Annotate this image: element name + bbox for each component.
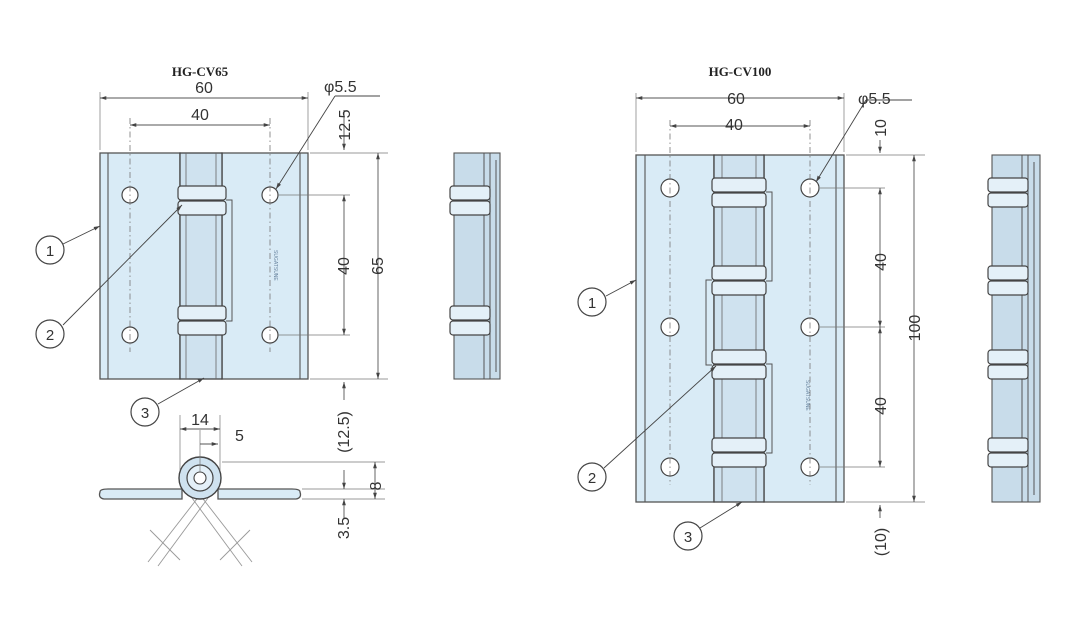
dim-bottom-margin: (12.5) xyxy=(336,411,353,453)
dim-width-overall: 60 xyxy=(195,80,213,97)
hg-cv100-side-view xyxy=(987,154,1041,503)
hg-cv65-callouts: 1 2 3 xyxy=(35,204,205,427)
dim-height-overall: 65 xyxy=(370,257,387,275)
hg-cv65-front-view: SUGATSUNE xyxy=(99,118,350,380)
svg-text:3: 3 xyxy=(684,529,692,546)
hg-cv65-dimensions: 60 40 φ5.5 12.5 40 65 (12.5) xyxy=(99,79,388,453)
dim-height-overall: 100 xyxy=(907,315,924,342)
title-hg-cv65: HG-CV65 xyxy=(172,64,229,79)
dim-hole-spacing-h: 40 xyxy=(191,107,209,124)
svg-text:3: 3 xyxy=(141,405,149,422)
callout-2 xyxy=(577,462,607,492)
dim-pin-offset: 5 xyxy=(235,428,244,445)
hg-cv65-right-leaf xyxy=(221,152,309,380)
svg-text:2: 2 xyxy=(46,327,54,344)
dim-hole-spacing-v1: 40 xyxy=(873,253,890,271)
dim-top-margin: 12.5 xyxy=(337,109,354,140)
callout-3 xyxy=(130,397,160,427)
dim-hole-spacing-v2: 40 xyxy=(873,397,890,415)
hg-cv100-dimensions: 60 40 φ5.5 10 40 40 100 (10) xyxy=(635,91,925,556)
callout-1 xyxy=(35,235,65,265)
dim-hole-spacing-h: 40 xyxy=(725,117,743,134)
title-hg-cv100: HG-CV100 xyxy=(709,64,772,79)
hg-cv100-front-view: SUGATSUNE xyxy=(635,120,885,503)
hg-cv65-side-view xyxy=(449,152,501,380)
hg-cv100-stamp: SUGATSUNE xyxy=(804,380,810,411)
svg-text:1: 1 xyxy=(588,295,596,312)
hg-cv65-stamp: SUGATSUNE xyxy=(272,250,278,281)
callout-3 xyxy=(673,521,703,551)
dim-plate-thickness: 3.5 xyxy=(336,517,353,539)
dim-hole-diameter: φ5.5 xyxy=(858,91,891,108)
svg-text:2: 2 xyxy=(588,470,596,487)
dim-knuckle-height: 8 xyxy=(368,481,385,490)
hg-cv100-callouts: 1 2 3 xyxy=(577,279,743,551)
hg-cv65-end-view: 14 5 8 3.5 xyxy=(98,412,385,567)
dim-top-margin: 10 xyxy=(873,119,890,137)
dim-bottom-margin: (10) xyxy=(873,528,890,556)
dim-knuckle-width: 14 xyxy=(191,412,209,429)
callout-1 xyxy=(577,287,607,317)
hg-cv65-left-leaf xyxy=(99,152,181,380)
dim-hole-diameter: φ5.5 xyxy=(324,79,357,96)
callout-2 xyxy=(35,319,65,349)
dim-hole-spacing-v: 40 xyxy=(336,257,353,275)
svg-text:1: 1 xyxy=(46,243,54,260)
dim-width-overall: 60 xyxy=(727,91,745,108)
